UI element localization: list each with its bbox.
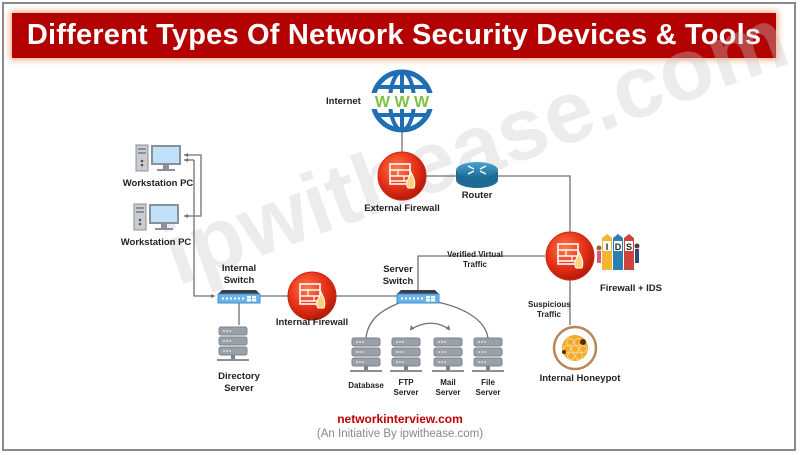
internal-firewall-icon [287, 271, 337, 321]
svg-text:W W W: W W W [375, 94, 430, 111]
svg-text:D: D [615, 242, 622, 252]
internet-label: Internet [326, 96, 361, 107]
workstation-1-label: Workstation PC [122, 178, 194, 189]
globe-www-icon: W W W [370, 69, 434, 133]
honeycomb-icon [552, 325, 598, 371]
connections [184, 130, 571, 339]
edge-intswitch-workstations [193, 160, 215, 297]
edge-serverswitch-fileserver [431, 300, 489, 339]
internal-honeypot-label: Internal Honeypot [539, 373, 621, 384]
file-server-icon [471, 337, 505, 373]
mail-server-icon [431, 337, 465, 373]
footer-initiative: (An Initiative By ipwithease.com) [316, 428, 484, 440]
edge-ftp-mail-arrow [409, 322, 451, 331]
edge-fwids-serverswitch [417, 255, 545, 292]
edge-workstation-loop [184, 154, 202, 217]
mail-server-label: Mail Server [435, 378, 461, 397]
external-firewall-label: External Firewall [364, 203, 440, 214]
suspicious-traffic-label: Suspicious Traffic [528, 300, 571, 319]
footer-site-link[interactable]: networkinterview.com [337, 412, 463, 426]
svg-text:I: I [606, 242, 609, 252]
database-icon [349, 337, 383, 373]
firewall-ids-icon [545, 231, 595, 281]
svg-text:S: S [626, 242, 632, 252]
workstation-2-label: Workstation PC [120, 237, 192, 248]
workstation-2-icon [133, 203, 180, 231]
title-banner: Different Types Of Network Security Devi… [12, 13, 776, 58]
ftp-server-label: FTP Server [393, 378, 419, 397]
ftp-server-icon [389, 337, 423, 373]
internal-firewall-label: Internal Firewall [275, 317, 349, 328]
router-label: Router [461, 190, 493, 201]
firewall-ids-label: Firewall + IDS [599, 283, 663, 294]
internal-switch-label: Internal Switch [221, 263, 257, 286]
file-server-label: File Server [475, 378, 501, 397]
ids-icon: I D S [596, 234, 640, 270]
edge-serverswitch-database [365, 300, 405, 339]
page-title: Different Types Of Network Security Devi… [26, 19, 762, 51]
directory-server-label: Directory Server [218, 371, 260, 394]
verified-traffic-label: Verified Virtual Traffic [447, 250, 503, 269]
server-switch-icon [396, 289, 440, 304]
router-icon [456, 162, 498, 188]
directory-server-icon [216, 326, 250, 362]
database-label: Database [348, 381, 384, 390]
server-switch-label: Server Switch [382, 264, 414, 287]
external-firewall-icon [377, 151, 427, 201]
edge-router-fwids [498, 175, 571, 232]
workstation-1-icon [135, 144, 182, 172]
internal-switch-icon [217, 289, 261, 304]
